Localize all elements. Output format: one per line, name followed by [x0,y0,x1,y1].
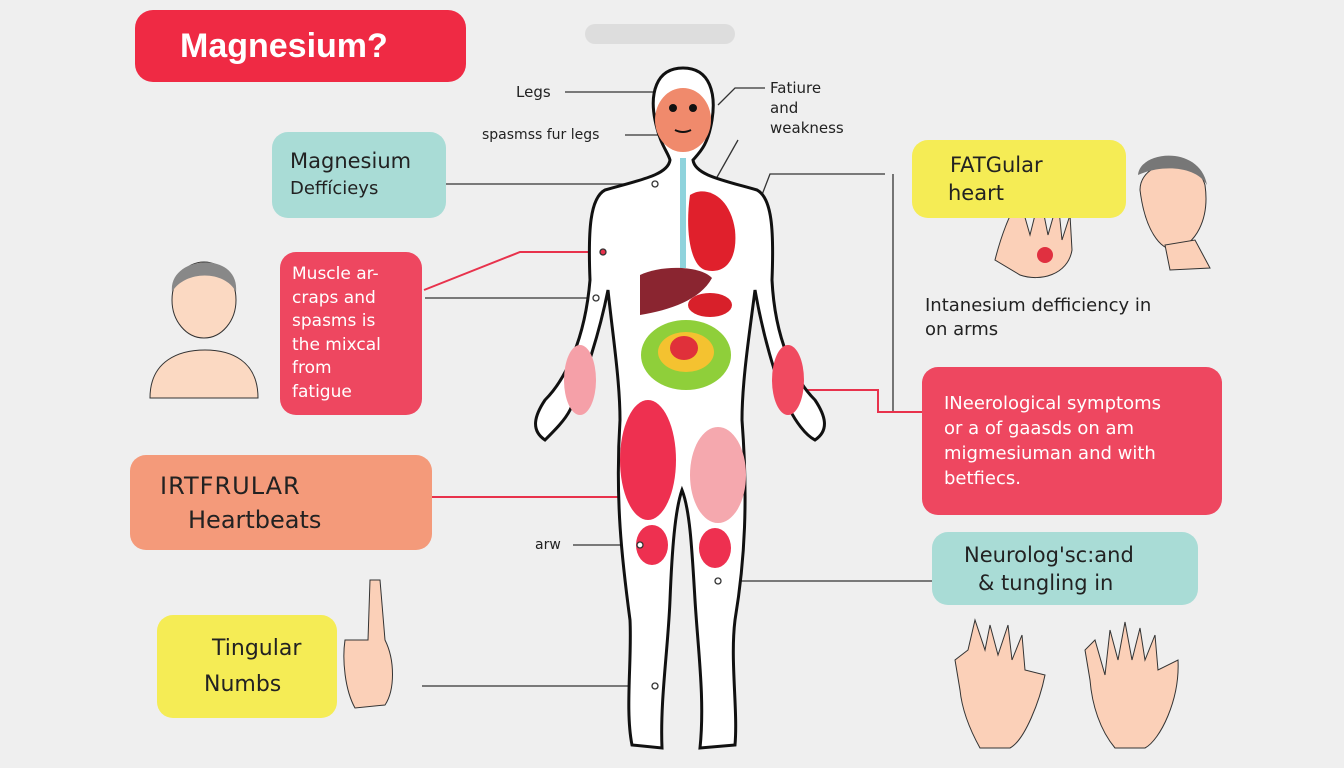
body-outline [534,66,826,750]
label-legs: Legs [516,83,551,101]
person-left-illustration [149,261,259,399]
label-spasms: spasmss fur legs [482,127,600,143]
pointing-hand-icon [343,579,393,709]
hands-pair-icon [954,618,1179,749]
person-right-illustration [1138,155,1211,271]
face [655,88,711,152]
neurological-tingling-box: Neurolog'sc:and& tungling in [932,532,1198,605]
label-arw: arw [535,537,561,553]
lung-icon [688,191,736,271]
liver-icon [640,267,712,315]
spine [680,158,686,268]
smudge [585,24,735,44]
title-banner: Magnesium? [135,10,466,82]
